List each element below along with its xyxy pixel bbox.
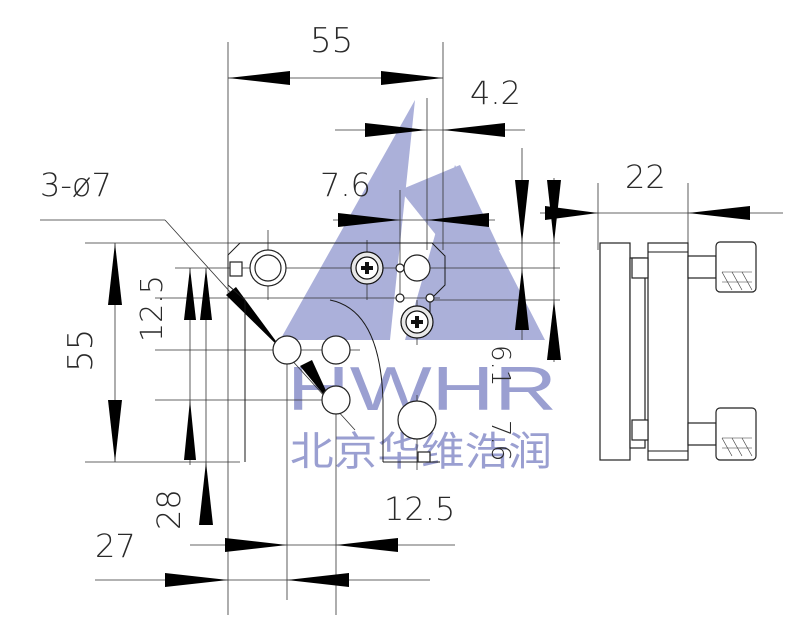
- dim-bottom-left-h: 27: [95, 527, 136, 565]
- dim-right-b: 7.6: [485, 420, 515, 461]
- dim-left-height: 55: [61, 329, 101, 372]
- phillips-screw-icon: [350, 251, 384, 285]
- dimension-arrows: [108, 71, 750, 587]
- front-plate: [227, 242, 446, 463]
- hole-2: [321, 335, 351, 365]
- dim-offset-top: 4.2: [470, 74, 521, 112]
- dim-left-inner: 12.5: [135, 275, 170, 342]
- hole-1: [272, 335, 302, 365]
- dim-bottom-left-v: 28: [150, 489, 188, 530]
- phillips-screw-icon: [400, 305, 434, 339]
- dim-offset-mid: 7.6: [320, 166, 371, 204]
- dim-top-width: 55: [310, 21, 353, 61]
- dim-right-a: 6.1: [485, 345, 515, 386]
- hole-3: [321, 385, 351, 415]
- mount-hole-bottom: [397, 400, 437, 440]
- dim-bottom-mid: 12.5: [384, 490, 455, 528]
- dim-holes: 3-ø7: [40, 166, 112, 204]
- dim-side-width: 22: [625, 158, 666, 196]
- mount-hole-top-right: [403, 254, 431, 282]
- side-view: [599, 241, 757, 461]
